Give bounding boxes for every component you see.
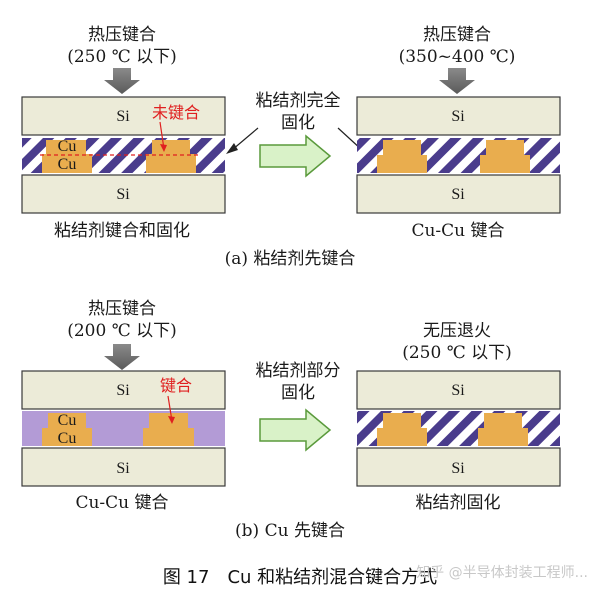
b-left-bottom-si-layer: [21, 447, 226, 487]
a-transition-label-line2: 固化: [281, 113, 315, 133]
b-left-cu-label-top: Cu: [58, 412, 77, 429]
a-left-bottom-si-label: Si: [116, 186, 130, 203]
b-right-cu-pad-1: [377, 413, 427, 446]
b-right-bottom-si-label: Si: [451, 460, 465, 477]
a-right-cu-pad-1: [377, 140, 427, 173]
a-right-bottom-si-label: Si: [451, 186, 465, 203]
b-left-stack: Si Cu Cu Si: [21, 370, 226, 487]
b-right-bottom-si-layer: [356, 447, 561, 487]
b-right-stack: Si Si: [356, 370, 561, 487]
b-bonded-pointer-arrow-icon: [168, 416, 175, 424]
a-right-bottom-si-layer: [356, 174, 561, 214]
a-left-cu-label-top: Cu: [58, 138, 77, 155]
b-flow-arrow-icon: [259, 408, 332, 452]
a-pointer-left-line: [231, 127, 259, 151]
b-left-cu-pad-1: [42, 413, 92, 446]
a-left-cu-pad-1: [42, 140, 92, 173]
b-right-cu-pad-2: [478, 413, 528, 446]
b-left-cu-pad-2: [143, 413, 194, 446]
a-right-caption: Cu-Cu 键合: [411, 221, 504, 241]
a-left-bottom-si-layer: [21, 174, 226, 214]
b-right-top-si-layer: [356, 370, 561, 410]
figure-caption: 图 17 Cu 和粘结剂混合键合方式: [163, 567, 437, 588]
a-left-top-si-label: Si: [116, 108, 130, 125]
a-right-condition-label: (350~400 ℃): [399, 47, 516, 67]
a-left-process-label: 热压键合: [88, 25, 156, 45]
b-right-process-label: 无压退火: [423, 321, 491, 341]
a-right-cu-pad-2: [480, 140, 530, 173]
a-right-stack: Si Si: [356, 96, 561, 214]
b-left-top-si-layer: [21, 370, 226, 410]
a-right-top-si-label: Si: [451, 108, 465, 125]
a-left-press-arrow-icon: [104, 68, 140, 94]
a-left-cu-pad-2: [146, 140, 196, 173]
b-left-condition-label: (200 ℃ 以下): [67, 321, 177, 341]
a-left-cu-label-bottom: Cu: [58, 156, 77, 173]
b-left-process-label: 热压键合: [88, 299, 156, 319]
b-subfigure-caption: (b) Cu 先键合: [235, 521, 345, 541]
a-left-top-si-layer: [21, 96, 226, 136]
a-unbonded-annotation: 未键合: [152, 103, 200, 122]
a-pointer-left-arrow-icon: [226, 143, 238, 154]
watermark: 知乎 @半导体封装工程师...: [416, 564, 588, 581]
b-right-condition-label: (250 ℃ 以下): [402, 343, 512, 363]
a-unbonded-pointer-arrow-icon: [160, 144, 167, 152]
b-left-cu-label-bottom: Cu: [58, 430, 77, 447]
a-left-condition-label: (250 ℃ 以下): [67, 47, 177, 67]
a-transition-label-line1: 粘结剂完全: [256, 91, 341, 111]
b-left-top-si-label: Si: [116, 382, 130, 399]
b-left-bottom-si-label: Si: [116, 460, 130, 477]
a-left-caption: 粘结剂键合和固化: [54, 221, 190, 241]
b-right-caption: 粘结剂固化: [416, 493, 501, 513]
b-transition-label-line1: 粘结剂部分: [256, 361, 341, 381]
a-subfigure-caption: (a) 粘结剂先键合: [225, 249, 356, 269]
b-left-press-arrow-icon: [104, 344, 140, 370]
a-flow-arrow-icon: [259, 134, 332, 178]
b-right-top-si-label: Si: [451, 382, 465, 399]
b-left-caption: Cu-Cu 键合: [75, 493, 168, 513]
b-bonded-annotation: 键合: [160, 376, 192, 395]
a-right-press-arrow-icon: [439, 68, 475, 94]
a-right-top-si-layer: [356, 96, 561, 136]
a-left-stack: Si Cu Cu Si: [21, 96, 226, 214]
a-right-process-label: 热压键合: [423, 25, 491, 45]
b-transition-label-line2: 固化: [281, 383, 315, 403]
